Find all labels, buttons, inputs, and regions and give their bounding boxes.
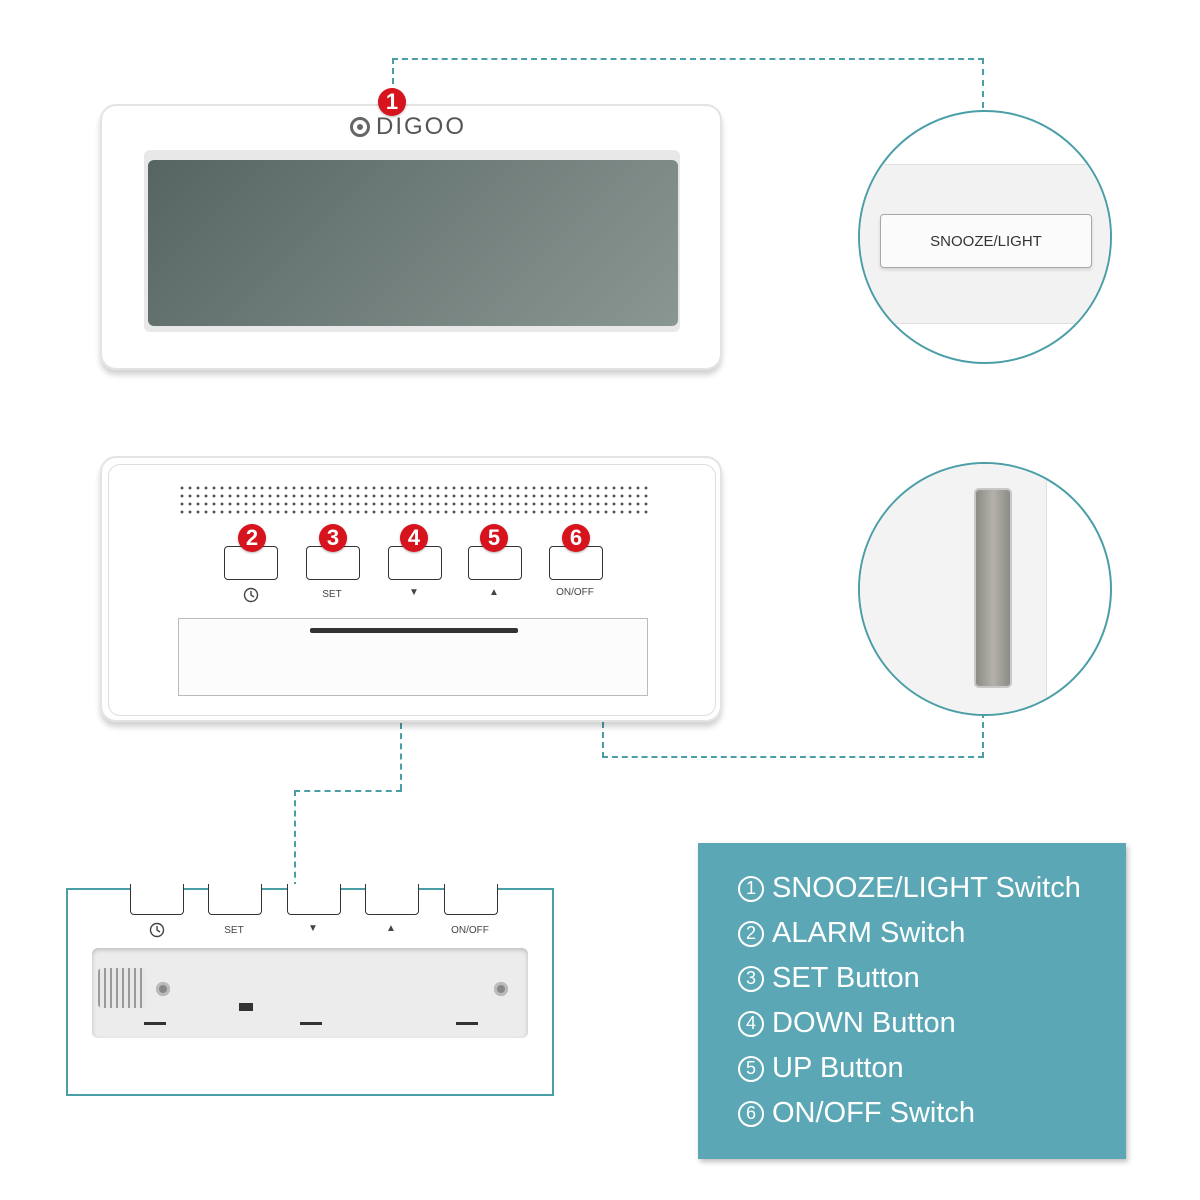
legend-text: ALARM Switch <box>772 917 966 949</box>
brand-name: DIGOO <box>376 113 467 140</box>
legend-panel <box>698 843 1126 1159</box>
connector-line-battery-v2 <box>294 790 296 888</box>
zoom-circle-onoff <box>858 462 1112 716</box>
legend-item-snooze: 1 SNOOZE/LIGHT Switch <box>738 866 1081 911</box>
legend-number: 3 <box>738 965 764 992</box>
down-label: ▼ <box>409 587 419 598</box>
alarm-button-inside[interactable] <box>130 884 184 915</box>
battery-cover-latch <box>310 628 518 633</box>
lcd-screen <box>148 160 678 326</box>
legend-list: 1 SNOOZE/LIGHT Switch 2 ALARM Switch 3 S… <box>738 866 1081 1136</box>
battery-spring <box>98 968 146 1008</box>
bay-clip <box>236 1000 256 1014</box>
connector-line-top-left <box>392 58 394 94</box>
legend-number: 2 <box>738 920 764 947</box>
onoff-label-inside: ON/OFF <box>451 925 489 936</box>
clock-icon <box>243 587 259 603</box>
onoff-slider[interactable] <box>976 490 1010 686</box>
speaker-grille <box>178 484 648 516</box>
clock-icon-inside <box>149 922 165 938</box>
legend-item-up: 5 UP Button <box>738 1046 1081 1091</box>
connector-line-top <box>392 58 984 60</box>
bay-marker-2 <box>300 1022 322 1025</box>
legend-text: DOWN Button <box>772 1007 956 1039</box>
legend-item-onoff: 6 ON/OFF Switch <box>738 1091 1081 1136</box>
down-label-inside: ▼ <box>308 923 318 934</box>
up-button-inside[interactable] <box>365 884 419 915</box>
badge-3: 3 <box>319 524 347 552</box>
bay-marker-3 <box>456 1022 478 1025</box>
connector-line-bottom-right-v2 <box>602 722 604 758</box>
battery-terminal-right <box>494 982 508 996</box>
legend-number: 6 <box>738 1100 764 1127</box>
connector-line-bottom-right-h <box>602 756 984 758</box>
down-button-inside[interactable] <box>287 884 341 915</box>
connector-line-battery-v1 <box>400 662 402 790</box>
legend-item-alarm: 2 ALARM Switch <box>738 911 1081 956</box>
zoom-circle-snooze: SNOOZE/LIGHT <box>858 110 1112 364</box>
connector-line-battery-h <box>294 790 402 792</box>
set-label-inside: SET <box>224 925 244 936</box>
battery-terminal-left <box>156 982 170 996</box>
up-label-inside: ▲ <box>386 923 396 934</box>
clock-back-inner <box>108 464 716 716</box>
onoff-zone <box>860 464 1047 714</box>
set-label: SET <box>322 589 342 600</box>
onoff-button-inside[interactable] <box>444 884 498 915</box>
onoff-label: ON/OFF <box>556 587 594 598</box>
badge-6: 6 <box>562 524 590 552</box>
legend-item-set: 3 SET Button <box>738 956 1081 1001</box>
legend-text: SET Button <box>772 962 920 994</box>
snooze-light-button[interactable]: SNOOZE/LIGHT <box>880 214 1092 268</box>
connector-line-top-right <box>982 58 984 108</box>
up-label: ▲ <box>489 587 499 598</box>
legend-text: SNOOZE/LIGHT Switch <box>772 872 1081 904</box>
set-button-inside[interactable] <box>208 884 262 915</box>
legend-number: 1 <box>738 875 764 902</box>
digoo-logo-icon <box>350 117 370 137</box>
bay-marker-1 <box>144 1022 166 1025</box>
badge-5: 5 <box>480 524 508 552</box>
connector-line-bottom-right-v <box>982 712 984 758</box>
badge-2: 2 <box>238 524 266 552</box>
legend-text: UP Button <box>772 1052 904 1084</box>
brand-logo: DIGOO <box>350 112 466 142</box>
legend-item-down: 4 DOWN Button <box>738 1001 1081 1046</box>
legend-number: 4 <box>738 1010 764 1037</box>
legend-number: 5 <box>738 1055 764 1082</box>
badge-1: 1 <box>378 88 406 116</box>
badge-4: 4 <box>400 524 428 552</box>
legend-text: ON/OFF Switch <box>772 1097 976 1129</box>
